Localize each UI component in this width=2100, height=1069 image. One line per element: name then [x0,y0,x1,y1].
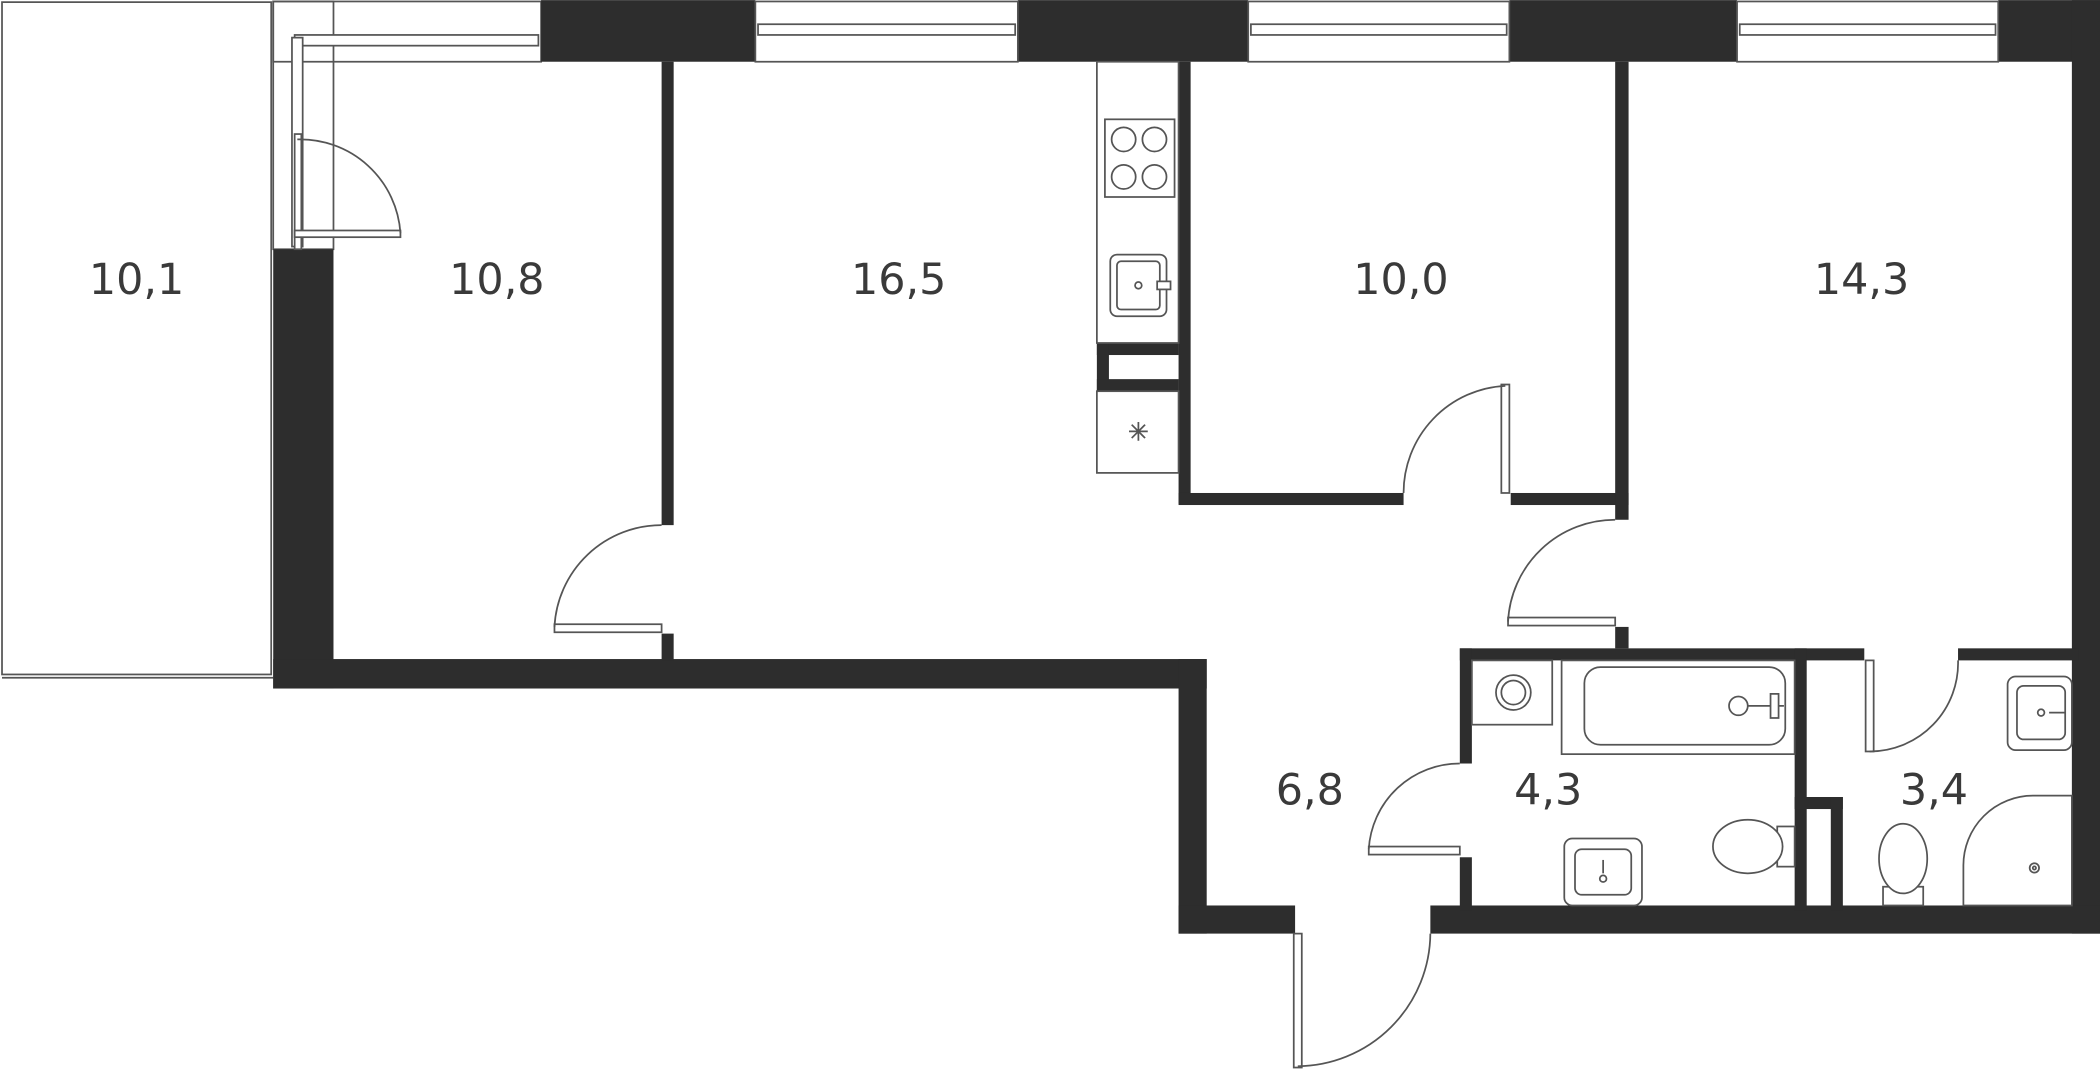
toilet-icon [1712,818,1796,875]
kitchen-counter [1096,60,1180,474]
room-area-hallway: 6,8 [1276,765,1344,815]
room-area-balcony: 10,1 [89,255,184,305]
room-area-bedroom-2: 10,0 [1353,255,1448,305]
bathroom-door-icon [1367,762,1461,856]
windows [754,0,2000,63]
bathroom-sink-icon [1563,837,1643,907]
bedroom-1-door-icon [553,524,663,634]
balcony [1,0,542,679]
bedroom-3-door-icon [1507,518,1617,627]
bathtub-icon [1560,659,1796,756]
entrance-door-icon [1292,932,1432,1069]
washing-machine-icon [1471,659,1554,726]
balcony-door-icon [293,133,402,251]
wc-sink-icon [2006,675,2073,751]
boiler-icon [1129,421,1148,441]
room-area-wc: 3,4 [1900,765,1968,815]
kitchen-sink-icon [1109,253,1172,318]
room-area-bedroom-1: 10,8 [449,255,544,305]
bedroom-2-door-icon [1402,383,1511,494]
room-area-bedroom-3: 14,3 [1814,255,1909,305]
wc-door-icon [1864,659,1959,753]
room-area-bathroom: 4,3 [1514,765,1582,815]
walls [273,0,2100,934]
room-area-kitchen-living: 16,5 [851,255,946,305]
wc-toilet-icon [1878,822,1929,907]
stove-icon [1104,118,1176,198]
shower-icon [1962,794,2073,907]
